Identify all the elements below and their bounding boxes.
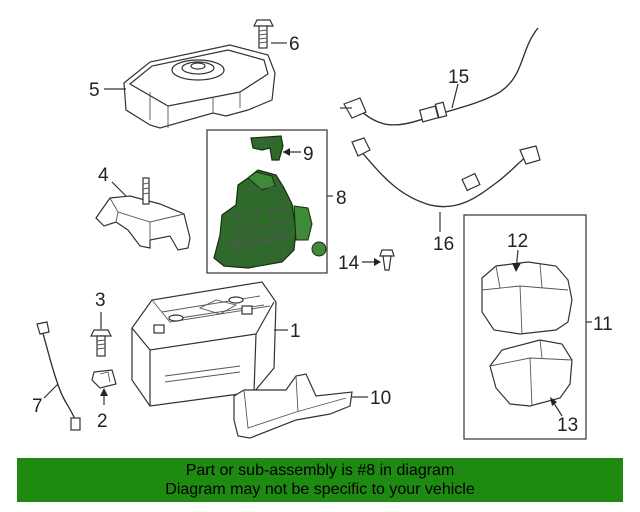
callout-14: 14 [338,253,360,274]
callout-16: 16 [433,234,454,255]
part-3-bolt[interactable] [90,329,112,357]
arrow-12 [512,263,521,272]
notice-line-2: Diagram may not be specific to your vehi… [165,481,475,498]
part-12-terminal-cover[interactable] [481,261,573,335]
notice-banner: Part or sub-assembly is #8 in diagram Di… [17,458,623,502]
part-9-cover[interactable] [250,135,284,161]
callout-9: 9 [303,144,314,165]
callout-6: 6 [289,34,300,55]
part-16-cable[interactable] [351,137,541,208]
part-1-battery[interactable] [131,281,277,407]
callout-4: 4 [98,165,109,186]
arrow-2 [100,388,108,396]
part-7-rod[interactable] [36,321,81,431]
arrow-13 [550,397,557,406]
part-6-bolt[interactable] [253,19,274,49]
part-8-fuse-block[interactable] [213,169,327,269]
parts-diagram: 6 5 15 8 9 [32,19,613,440]
arrow-14 [374,258,381,266]
part-4-bracket[interactable] [95,177,191,251]
callout-11: 11 [593,314,613,335]
callout-8: 8 [336,188,347,209]
part-14-clip[interactable] [379,249,395,271]
part-15-cable[interactable] [340,27,539,126]
callout-12: 12 [507,231,528,252]
notice-line-1: Part or sub-assembly is #8 in diagram [185,462,455,479]
part-10-tray[interactable] [233,373,353,439]
callout-13: 13 [557,415,578,436]
callout-10: 10 [370,388,391,409]
callout-15: 15 [448,67,469,88]
part-11-assembly-box [463,214,592,440]
callout-3: 3 [95,290,106,311]
callout-5: 5 [89,80,100,101]
part-13-terminal-cover[interactable] [489,339,573,407]
arrow-9 [283,148,290,156]
part-2-clamp[interactable] [91,369,117,389]
part-5-battery-tray[interactable] [123,44,276,129]
callout-1: 1 [290,321,301,342]
leader-4 [111,181,127,197]
part-8-assembly-box [206,129,333,274]
callout-7: 7 [32,396,43,417]
leader-15 [451,83,459,109]
leader-7 [43,383,59,399]
callout-2: 2 [97,411,108,432]
